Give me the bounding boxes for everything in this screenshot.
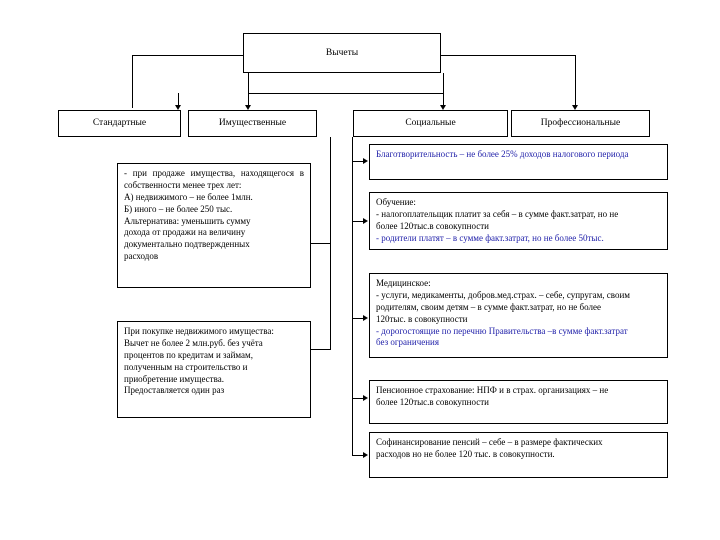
connector-root-left-vertical xyxy=(132,55,133,108)
connector-social-branch-medical xyxy=(352,318,364,319)
detail-line: дохода от продажи на величину xyxy=(124,227,246,238)
detail-line: расходов xyxy=(124,251,159,262)
detail-line: без ограничения xyxy=(376,337,439,348)
arrowhead-social-medical xyxy=(363,315,368,321)
detail-box-property-purchase[interactable]: При покупке недвижимого имущества: Вычет… xyxy=(117,321,311,418)
connector-drop-standard xyxy=(178,93,179,107)
connector-root-right-horizontal xyxy=(441,55,575,56)
node-category-standard[interactable]: Стандартные xyxy=(58,110,181,137)
detail-box-social-education[interactable]: Обучение: - налогоплательщик платит за с… xyxy=(369,192,668,250)
detail-line: - дорогостоящие по перечню Правительства… xyxy=(376,325,628,336)
detail-box-social-pension-insurance[interactable]: Пенсионное страхование: НПФ и в страх. о… xyxy=(369,380,668,424)
detail-line: Вычет не более 2 млн.руб. без учёта xyxy=(124,337,263,348)
arrowhead-standard xyxy=(175,105,181,110)
detail-line: - услуги, медикаменты, добров.мед.страх.… xyxy=(376,289,630,300)
connector-drop-professional xyxy=(575,93,576,107)
node-category-property[interactable]: Имущественные xyxy=(188,110,317,137)
node-category-social-label: Социальные xyxy=(405,118,456,129)
connector-property-branch-sale xyxy=(311,243,331,244)
detail-line: Обучение: xyxy=(376,197,416,207)
detail-line: родителям, своим детям – в сумме факт.за… xyxy=(376,301,601,312)
node-category-property-label: Имущественные xyxy=(218,118,287,129)
detail-box-social-pension-cofinance[interactable]: Софинансирование пенсий – себе – в разме… xyxy=(369,432,668,478)
connector-root-left-horizontal xyxy=(132,55,244,56)
detail-line: приобретение имущества. xyxy=(124,373,224,384)
detail-line: - налогоплательщик платит за себя – в су… xyxy=(376,208,619,219)
connector-social-spine xyxy=(352,137,353,455)
connector-social-branch-charity xyxy=(352,161,364,162)
arrowhead-social-charity xyxy=(363,158,368,164)
node-root-label: Вычеты xyxy=(325,47,359,58)
detail-line: более 120тыс.в совокупности xyxy=(376,396,489,407)
detail-line: Софинансирование пенсий – себе – в разме… xyxy=(376,437,603,447)
node-category-professional[interactable]: Профессиональные xyxy=(511,110,650,137)
detail-box-social-medical[interactable]: Медицинское: - услуги, медикаменты, добр… xyxy=(369,273,668,358)
connector-property-branch-purchase xyxy=(311,349,331,350)
detail-line: процентов по кредитам и займам, xyxy=(124,349,253,360)
node-category-social[interactable]: Социальные xyxy=(353,110,508,137)
connector-social-branch-pension-insurance xyxy=(352,398,364,399)
node-category-standard-label: Стандартные xyxy=(92,118,147,129)
detail-line: полученным на строительство и xyxy=(124,361,248,372)
detail-line: - при продаже имущества, находящегося в … xyxy=(124,168,304,190)
detail-line: А) недвижимого – не более 1млн. xyxy=(124,191,253,202)
detail-box-social-charity[interactable]: Благотворительность – не более 25% доход… xyxy=(369,144,668,180)
connector-root-right-vertical xyxy=(575,55,576,108)
detail-line: - родители платят – в сумме факт.затрат,… xyxy=(376,232,604,243)
detail-line: При покупке недвижимого имущества: xyxy=(124,326,274,336)
arrowhead-social xyxy=(440,105,446,110)
detail-line: Предоставляется один раз xyxy=(124,385,225,396)
detail-line: более 120тыс.в совокупности xyxy=(376,220,489,231)
arrowhead-professional xyxy=(572,105,578,110)
detail-line: Медицинское: xyxy=(376,278,431,288)
node-root-deductions[interactable]: Вычеты xyxy=(243,33,441,73)
detail-line: Альтернатива: уменьшить сумму xyxy=(124,215,251,226)
arrowhead-social-education xyxy=(363,218,368,224)
connector-drop-social xyxy=(443,93,444,107)
arrowhead-social-pension-insurance xyxy=(363,395,368,401)
arrowhead-property xyxy=(245,105,251,110)
detail-line: документально подтвержденных xyxy=(124,239,250,250)
node-category-professional-label: Профессиональные xyxy=(540,118,621,129)
detail-line: 120тыс. в совокупности xyxy=(376,313,468,324)
connector-social-branch-education xyxy=(352,221,364,222)
detail-line: Пенсионное страхование: НПФ и в страх. о… xyxy=(376,385,609,395)
detail-line: расходов но не более 120 тыс. в совокупн… xyxy=(376,448,555,459)
arrowhead-social-pension-cofinance xyxy=(363,452,368,458)
connector-drop-property xyxy=(248,93,249,107)
detail-box-property-sale[interactable]: - при продаже имущества, находящегося в … xyxy=(117,163,311,288)
connector-root-bottom-stem xyxy=(248,73,249,93)
connector-root-bottom-bar xyxy=(248,93,443,94)
connector-root-bottom-stem-right xyxy=(443,73,444,93)
detail-line: Благотворительность – не более 25% доход… xyxy=(376,149,629,159)
connector-social-branch-pension-cofinance xyxy=(352,455,364,456)
detail-line: Б) иного – не более 250 тыс. xyxy=(124,203,233,214)
